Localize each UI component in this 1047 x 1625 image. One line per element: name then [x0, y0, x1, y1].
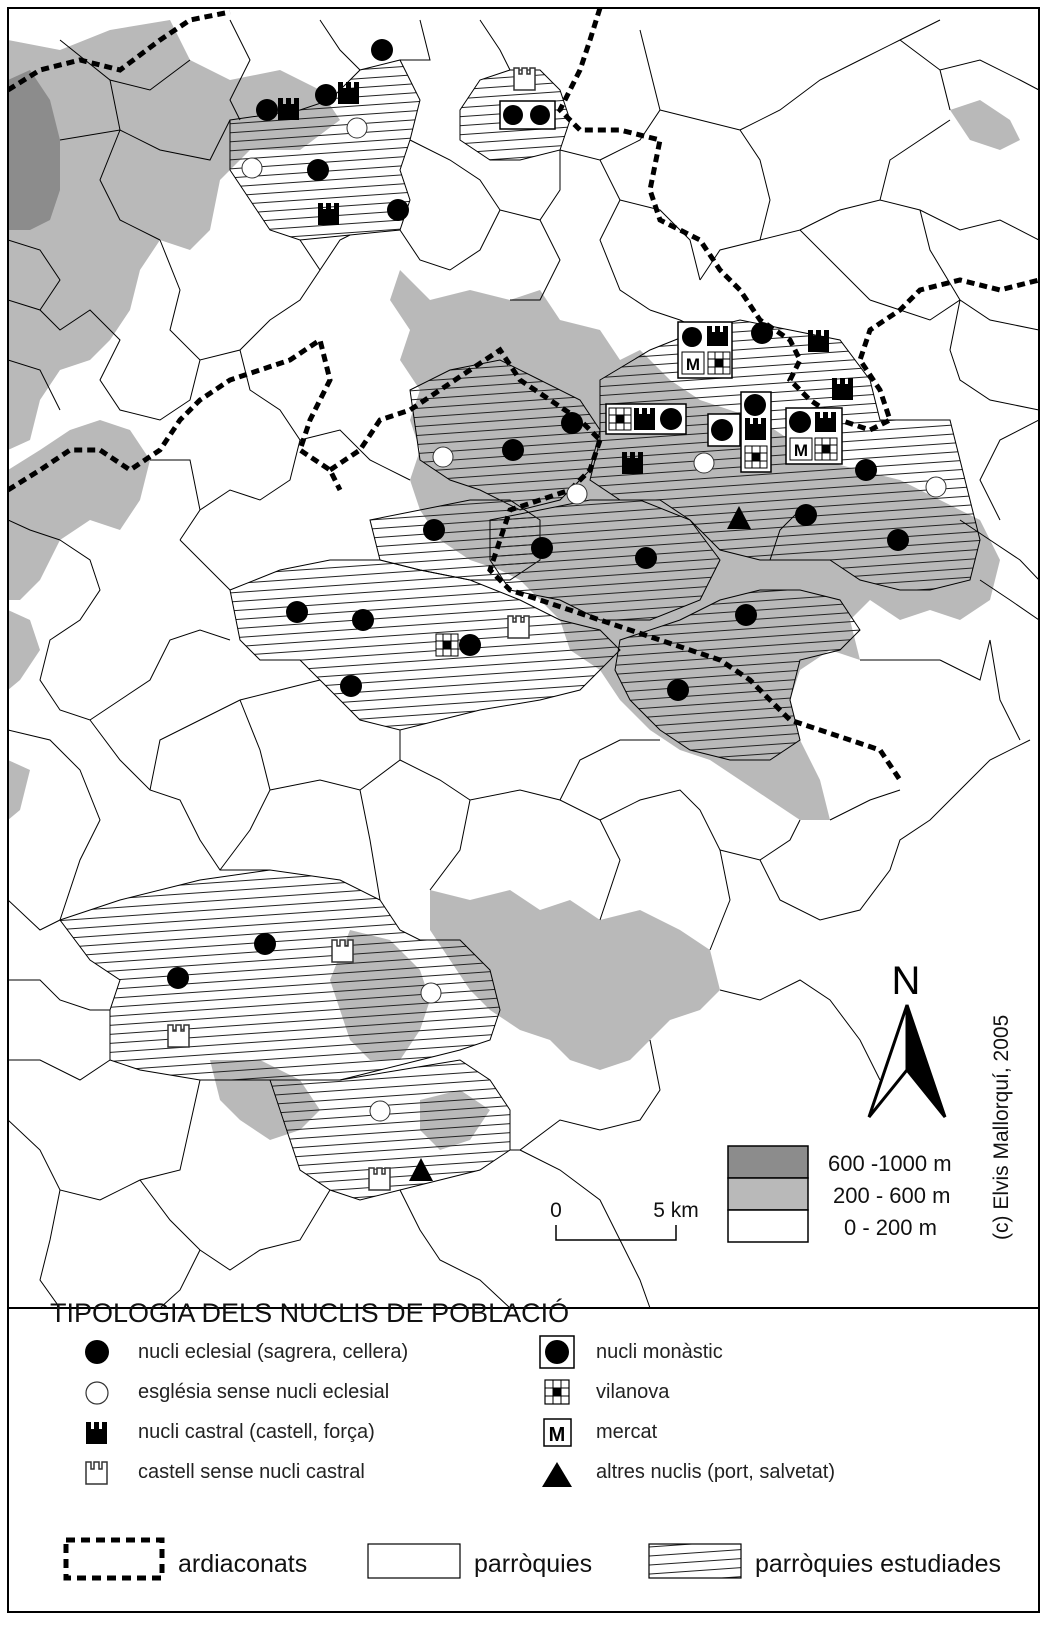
legend-title: TIPOLOGIA DELS NUCLIS DE POBLACIÓ — [50, 1297, 569, 1328]
triangle-icon — [542, 1462, 572, 1487]
relief-600-1000 — [8, 70, 60, 230]
legend-label-mercat: mercat — [596, 1421, 658, 1443]
castle-filled-icon — [86, 1422, 107, 1444]
legend-label-castell: castell sense nucli castral — [138, 1461, 365, 1483]
scale-end-label: 5 km — [653, 1199, 699, 1222]
plain-box-icon — [367, 1543, 461, 1579]
market-icon — [543, 1418, 572, 1447]
castle-open-icon — [85, 1461, 108, 1485]
legend-label-nucli-monastic: nucli monàstic — [596, 1341, 723, 1363]
hatched-box-icon — [648, 1543, 742, 1579]
legend-label-altres-nuclis: altres nuclis (port, salvetat) — [596, 1461, 835, 1483]
scale-bar-line — [555, 1225, 677, 1241]
dashed-box-icon — [63, 1537, 165, 1581]
elevation-label-high: 600 -1000 m — [828, 1151, 952, 1176]
scale-bar: 0 5 km — [550, 1199, 699, 1241]
legend: TIPOLOGIA DELS NUCLIS DE POBLACIÓ nucli … — [50, 1297, 1001, 1581]
figure-border — [7, 7, 1040, 1613]
settlements: M — [167, 39, 947, 1191]
vilanova-icon-center — [553, 1388, 561, 1396]
legend-label-ardiaconats: ardiaconats — [178, 1550, 307, 1578]
parish-boundaries — [8, 19, 1039, 1308]
legend-label-esglesia: església sense nucli eclesial — [138, 1381, 389, 1403]
svg-text:M: M — [794, 441, 808, 460]
nucli-castral-markers — [278, 82, 853, 474]
elevation-label-mid: 200 - 600 m — [833, 1183, 950, 1208]
svg-text:M: M — [686, 355, 700, 374]
north-arrow: N — [867, 959, 947, 1118]
legend-label-nucli-castral: nucli castral (castell, força) — [138, 1421, 375, 1443]
elevation-legend: 600 -1000 m 200 - 600 m 0 - 200 m — [727, 1145, 952, 1243]
elevation-swatch-low — [727, 1209, 809, 1243]
altres-nuclis-markers — [409, 506, 751, 1181]
castell-markers — [167, 67, 536, 1191]
ardiaconat-boundaries — [8, 8, 1039, 782]
legend-label-vilanova: vilanova — [596, 1381, 670, 1403]
filled-circle-icon — [85, 1340, 109, 1364]
legend-label-nucli-eclesial: nucli eclesial (sagrera, cellera) — [138, 1341, 408, 1363]
legend-label-parroquies: parròquies — [474, 1550, 592, 1578]
vilanova-icon — [544, 1379, 570, 1405]
credit-text: (c) Elvis Mallorquí, 2005 — [990, 1015, 1013, 1240]
market-icon-letter: M — [549, 1424, 566, 1446]
nucli-eclesial-markers — [167, 39, 909, 989]
scale-start-label: 0 — [550, 1199, 562, 1222]
elevation-label-low: 0 - 200 m — [844, 1215, 937, 1240]
monastery-icon-dot — [545, 1340, 569, 1364]
map-area: M — [8, 8, 1039, 1308]
open-circle-icon — [85, 1381, 109, 1405]
elevation-swatch-high — [727, 1145, 809, 1179]
north-arrow-right-icon — [905, 1004, 947, 1118]
nucli-monastic-markers: M — [435, 100, 843, 657]
esglesia-markers — [241, 117, 947, 1122]
north-label: N — [892, 959, 921, 1003]
elevation-swatch-mid — [727, 1177, 809, 1211]
legend-label-parroquies-estudiades: parròquies estudiades — [755, 1550, 1001, 1578]
